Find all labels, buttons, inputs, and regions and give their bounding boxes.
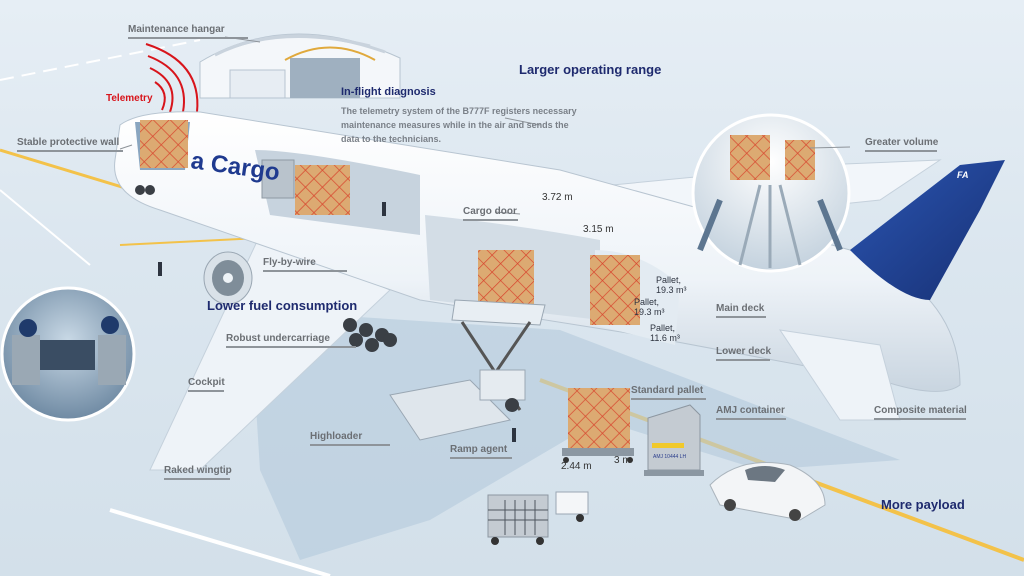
pallet-1-volume: 19.3 m³: [656, 285, 687, 295]
heading-larger-operating-range: Larger operating range: [519, 62, 662, 77]
forward-cutaway: [135, 120, 420, 235]
label-greater-volume: Greater volume: [865, 137, 938, 152]
label-robust-undercarriage: Robust undercarriage: [226, 333, 356, 348]
tug-container-illustration: [487, 491, 589, 545]
pallet-volume-3: Pallet, 11.6 m³: [650, 323, 680, 343]
label-cockpit: Cockpit: [188, 377, 225, 392]
measurement-pallet-width: 2.44 m: [561, 461, 592, 472]
label-maintenance-hangar: Maintenance hangar: [128, 24, 248, 39]
container-id-text: AMJ 10444 LH: [653, 454, 686, 460]
amj-container-illustration: AMJ 10444 LH: [644, 404, 704, 476]
mid-cutaway: [425, 215, 680, 345]
heading-more-payload: More payload: [881, 497, 965, 512]
maintenance-hangar-illustration: [199, 33, 401, 99]
label-standard-pallet: Standard pallet: [631, 385, 706, 400]
measurement-pallet-length: 3 m: [614, 455, 631, 466]
engine-illustration: [203, 251, 253, 305]
label-fly-by-wire: Fly-by-wire: [263, 257, 347, 272]
pallet-1-name: Pallet,: [656, 275, 682, 285]
highloader-vehicle: [389, 299, 546, 441]
telemetry-signal-icon: [145, 43, 199, 113]
car-illustration: [709, 462, 826, 521]
measurement-door-width: 3.72 m: [542, 192, 573, 203]
measurement-door-height: 3.15 m: [583, 224, 614, 235]
cockpit-inset: [0, 286, 136, 422]
label-highloader: Highloader: [310, 431, 390, 446]
standard-pallet-illustration: [562, 388, 634, 463]
label-main-deck: Main deck: [716, 303, 766, 318]
cargo-hold-inset: [691, 113, 851, 273]
label-stable-protective-wall: Stable protective wall: [17, 137, 123, 152]
label-composite-material: Composite material: [874, 405, 967, 420]
pallet-2-volume: 19.3 m³: [634, 307, 665, 317]
label-raked-wingtip: Raked wingtip: [164, 465, 232, 480]
pallet-volume-2: Pallet, 19.3 m³: [634, 297, 665, 317]
label-amj-container: AMJ container: [716, 405, 786, 420]
pallet-2-name: Pallet,: [634, 297, 660, 307]
pallet-3-name: Pallet,: [650, 323, 676, 333]
label-ramp-agent: Ramp agent: [450, 444, 512, 459]
ground-crew: [158, 202, 516, 442]
landing-gear: [135, 185, 397, 352]
label-telemetry: Telemetry: [106, 93, 153, 104]
inflight-diagnosis-description: The telemetry system of the B777F regist…: [341, 106, 577, 144]
aircraft-shadow: [250, 310, 900, 560]
heading-inflight-diagnosis: In-flight diagnosis: [341, 86, 436, 98]
label-lower-deck: Lower deck: [716, 346, 771, 361]
tail-livery-text: FA: [957, 170, 969, 180]
horizontal-stabilizer: [778, 329, 901, 421]
tail-fin: [850, 160, 1005, 300]
heading-lower-fuel-consumption: Lower fuel consumption: [207, 298, 358, 313]
label-cargo-door: Cargo door: [463, 206, 518, 221]
pallet-volume-1: Pallet, 19.3 m³: [656, 275, 687, 295]
pallet-3-volume: 11.6 m³: [650, 333, 680, 343]
